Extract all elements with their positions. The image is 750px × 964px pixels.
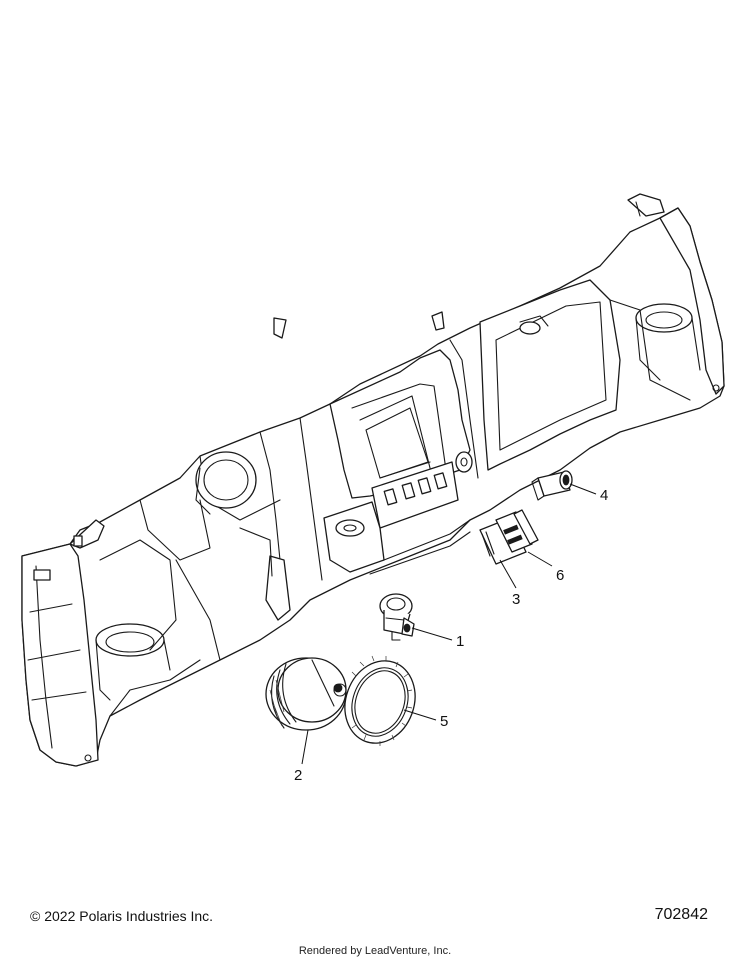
render-credit: Rendered by LeadVenture, Inc. xyxy=(298,945,452,957)
part-1-ignition-switch xyxy=(379,593,415,641)
dashboard-panel xyxy=(21,193,725,767)
part-4-power-outlet xyxy=(531,470,573,501)
callout-5: 5 xyxy=(440,713,448,730)
callout-2: 2 xyxy=(294,767,302,784)
leader-lines xyxy=(301,483,597,765)
callout-6: 6 xyxy=(556,567,564,584)
part-3-6-rocker-switch xyxy=(479,509,539,565)
part-5-bezel-ring xyxy=(344,655,416,746)
callout-3: 3 xyxy=(512,591,520,608)
copyright-text: © 2022 Polaris Industries Inc. xyxy=(30,908,214,924)
callout-4: 4 xyxy=(600,487,608,504)
callout-labels: 1 2 3 4 5 6 xyxy=(294,487,608,784)
callout-1: 1 xyxy=(456,633,464,650)
diagram-number: 702842 xyxy=(654,906,708,923)
part-2-gauge xyxy=(265,657,347,731)
